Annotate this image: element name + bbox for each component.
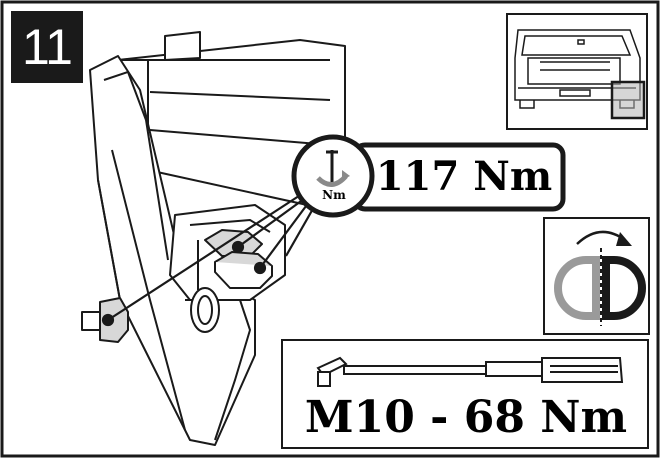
torque-wrench-label: Nm [322, 188, 346, 202]
car-rear-location-thumbnail [506, 13, 648, 130]
spec-box [281, 339, 649, 449]
bolt-spec-value: M10 - 68 Nm [304, 392, 628, 443]
step-number-badge: 11 [11, 11, 83, 83]
rotate-half-icon [543, 217, 650, 335]
tow-bar-bracket-drawing [81, 31, 346, 446]
wiring-harness-icon [316, 356, 624, 387]
torque-callout [291, 134, 566, 218]
torque-value: 117 Nm [375, 153, 553, 200]
torque-wrench-icon [316, 150, 350, 187]
mount-location-highlight [610, 80, 646, 120]
callout-leaders [101, 191, 319, 327]
